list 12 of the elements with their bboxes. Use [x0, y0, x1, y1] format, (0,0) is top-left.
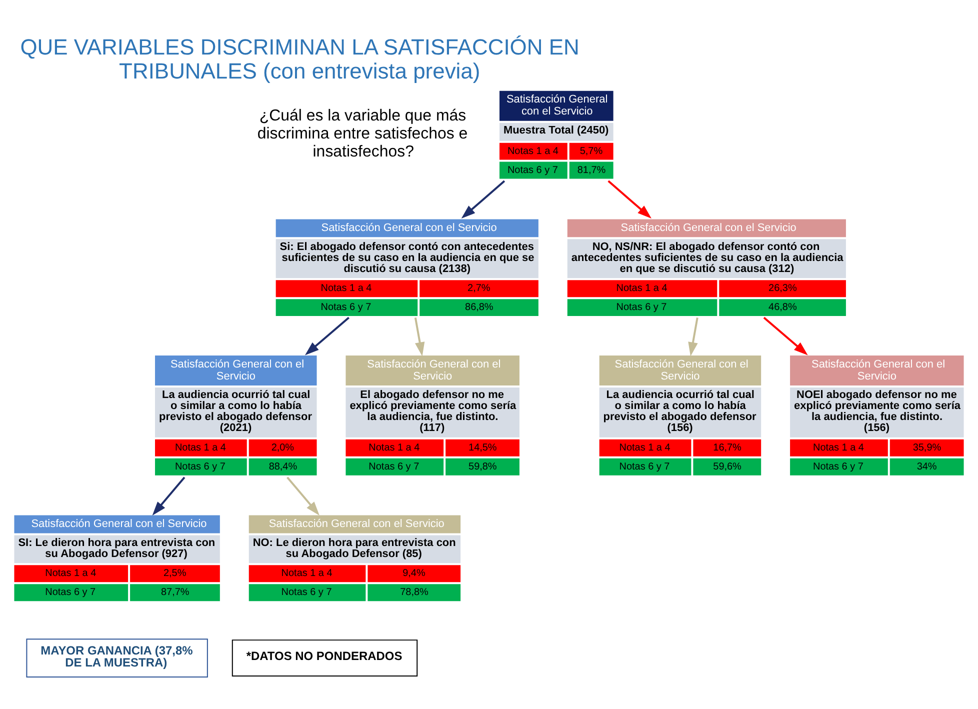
- arrow: [152, 476, 186, 515]
- diagram-title: QUE VARIABLES DISCRIMINAN LA SATISFACCIÓN EN TRIBUNALES (con entrevista previa): [20, 34, 580, 84]
- arrow: [286, 476, 320, 515]
- arrow: [763, 316, 808, 355]
- arrow: [414, 316, 425, 356]
- label: ¿Cuál es la variable que más discrimina entre satisfechos e insatisfechos?: [257, 107, 468, 160]
- arrow: [461, 180, 506, 218]
- arrow: [304, 316, 350, 355]
- node-box: *DATOS NO PONDERADOS: [232, 639, 418, 676]
- arrow: [688, 316, 698, 356]
- node-box: MAYOR GANANCIA (37,8% DE LA MUESTRA): [26, 638, 208, 677]
- arrow: [608, 180, 652, 218]
